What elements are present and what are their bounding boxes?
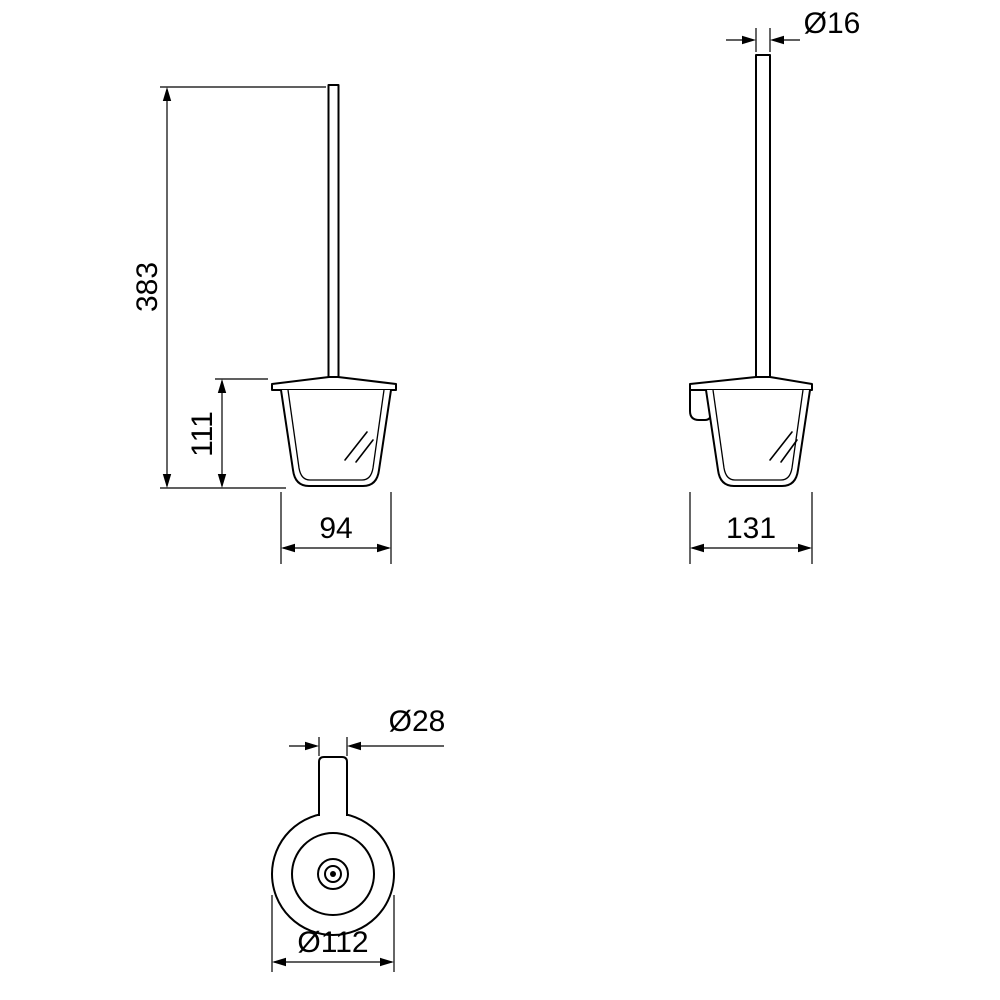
- dim-label-d16: Ø16: [804, 7, 861, 40]
- dim-rod-diameter-top: Ø28: [289, 705, 445, 756]
- dim-label-d28: Ø28: [389, 705, 446, 738]
- dim-label-383: 383: [131, 262, 164, 312]
- front-rod: [327, 84, 340, 381]
- dim-holder-width-front: 94: [280, 492, 392, 564]
- side-view: [689, 54, 813, 487]
- side-flange: [689, 376, 813, 391]
- front-view: [271, 84, 397, 487]
- dim-label-111: 111: [186, 411, 219, 457]
- dim-label-131: 131: [726, 512, 776, 545]
- dim-holder-width-side: 131: [689, 492, 813, 564]
- side-cup: [705, 389, 811, 487]
- dim-label-94: 94: [319, 512, 352, 545]
- top-mount-stub: [318, 756, 348, 816]
- front-cup: [280, 389, 392, 487]
- side-rod: [755, 54, 771, 381]
- dim-holder-diameter-top: Ø112: [271, 895, 395, 972]
- front-glass-hatch: [344, 431, 374, 463]
- side-cup-inner: [712, 389, 804, 481]
- top-view: [271, 756, 395, 936]
- dim-rod-diameter-side: Ø16: [726, 7, 860, 52]
- side-glass-hatch: [769, 431, 798, 463]
- front-flange: [271, 376, 397, 391]
- front-cup-inner: [287, 389, 385, 481]
- dim-holder-height: 111: [186, 378, 268, 488]
- dim-label-d112: Ø112: [297, 926, 368, 959]
- top-center-dot: [330, 871, 336, 877]
- dim-total-height: 383: [131, 86, 326, 489]
